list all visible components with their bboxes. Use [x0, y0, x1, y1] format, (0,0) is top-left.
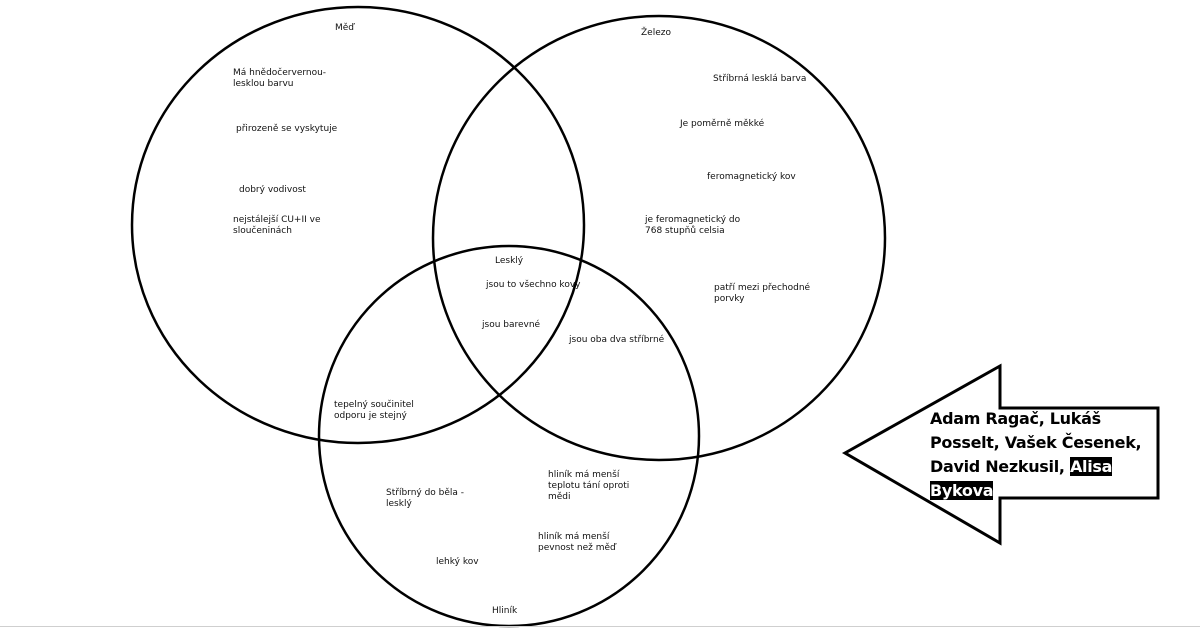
- iron-fact-soft: Je poměrně měkké: [680, 119, 765, 129]
- aluminium-fact-melting: hliník má menší teplotu tání oproti mědi: [548, 470, 630, 502]
- center-fact-colored: jsou barevné: [482, 320, 541, 330]
- iron-fact-color: Stříbrná lesklá barva: [713, 74, 807, 84]
- authors-line-4-highlight: Bykova: [930, 481, 994, 500]
- authors-line-2: Posselt, Vašek Česenek,: [930, 433, 1142, 452]
- copper-title: Měď: [335, 23, 355, 33]
- iron-title: Železo: [641, 28, 671, 38]
- iron-aluminium-fact: jsou oba dva stříbrné: [569, 335, 665, 345]
- copper-fact-occurrence: přirozeně se vyskytuje: [236, 124, 338, 134]
- center-fact-metals: jsou to všechno kovy: [486, 280, 581, 290]
- authors-text: Adam Ragač, Lukáš Posselt, Vašek Česenek…: [930, 407, 1150, 503]
- copper-fact-color: Má hnědočervernou- lesklou barvu: [233, 68, 327, 89]
- authors-line-1: Adam Ragač, Lukáš: [930, 409, 1101, 428]
- iron-fact-curie: je feromagnetický do 768 stupňů celsia: [645, 215, 741, 236]
- iron-fact-ferromagnetic: feromagnetický kov: [707, 172, 796, 182]
- copper-circle: [130, 5, 586, 445]
- aluminium-circle: [317, 244, 701, 628]
- authors-arrow: [841, 363, 1160, 546]
- aluminium-title: Hliník: [492, 606, 518, 616]
- aluminium-fact-light: lehký kov: [436, 557, 479, 567]
- authors-line-3: David Nezkusil, Alisa: [930, 455, 1150, 479]
- aluminium-fact-strength: hliník má menší pevnost než měď: [538, 532, 616, 553]
- aluminium-fact-color: Stříbrný do běla - lesklý: [386, 488, 465, 509]
- copper-fact-conductivity: dobrý vodivost: [239, 185, 306, 195]
- center-fact-shiny: Lesklý: [495, 256, 524, 266]
- authors-line-3-plain: David Nezkusil,: [930, 457, 1070, 476]
- copper-aluminium-fact: tepelný součinitel odporu je stejný: [334, 400, 414, 421]
- bottom-divider: [0, 626, 1200, 627]
- iron-fact-transition: patří mezi přechodné porvky: [714, 283, 811, 304]
- iron-circle: [431, 14, 887, 462]
- authors-line-4: Bykova: [930, 479, 1150, 503]
- authors-line-3-highlight: Alisa: [1069, 457, 1113, 476]
- copper-fact-compounds: nejstálejší CU+II ve sloučeninách: [233, 215, 321, 236]
